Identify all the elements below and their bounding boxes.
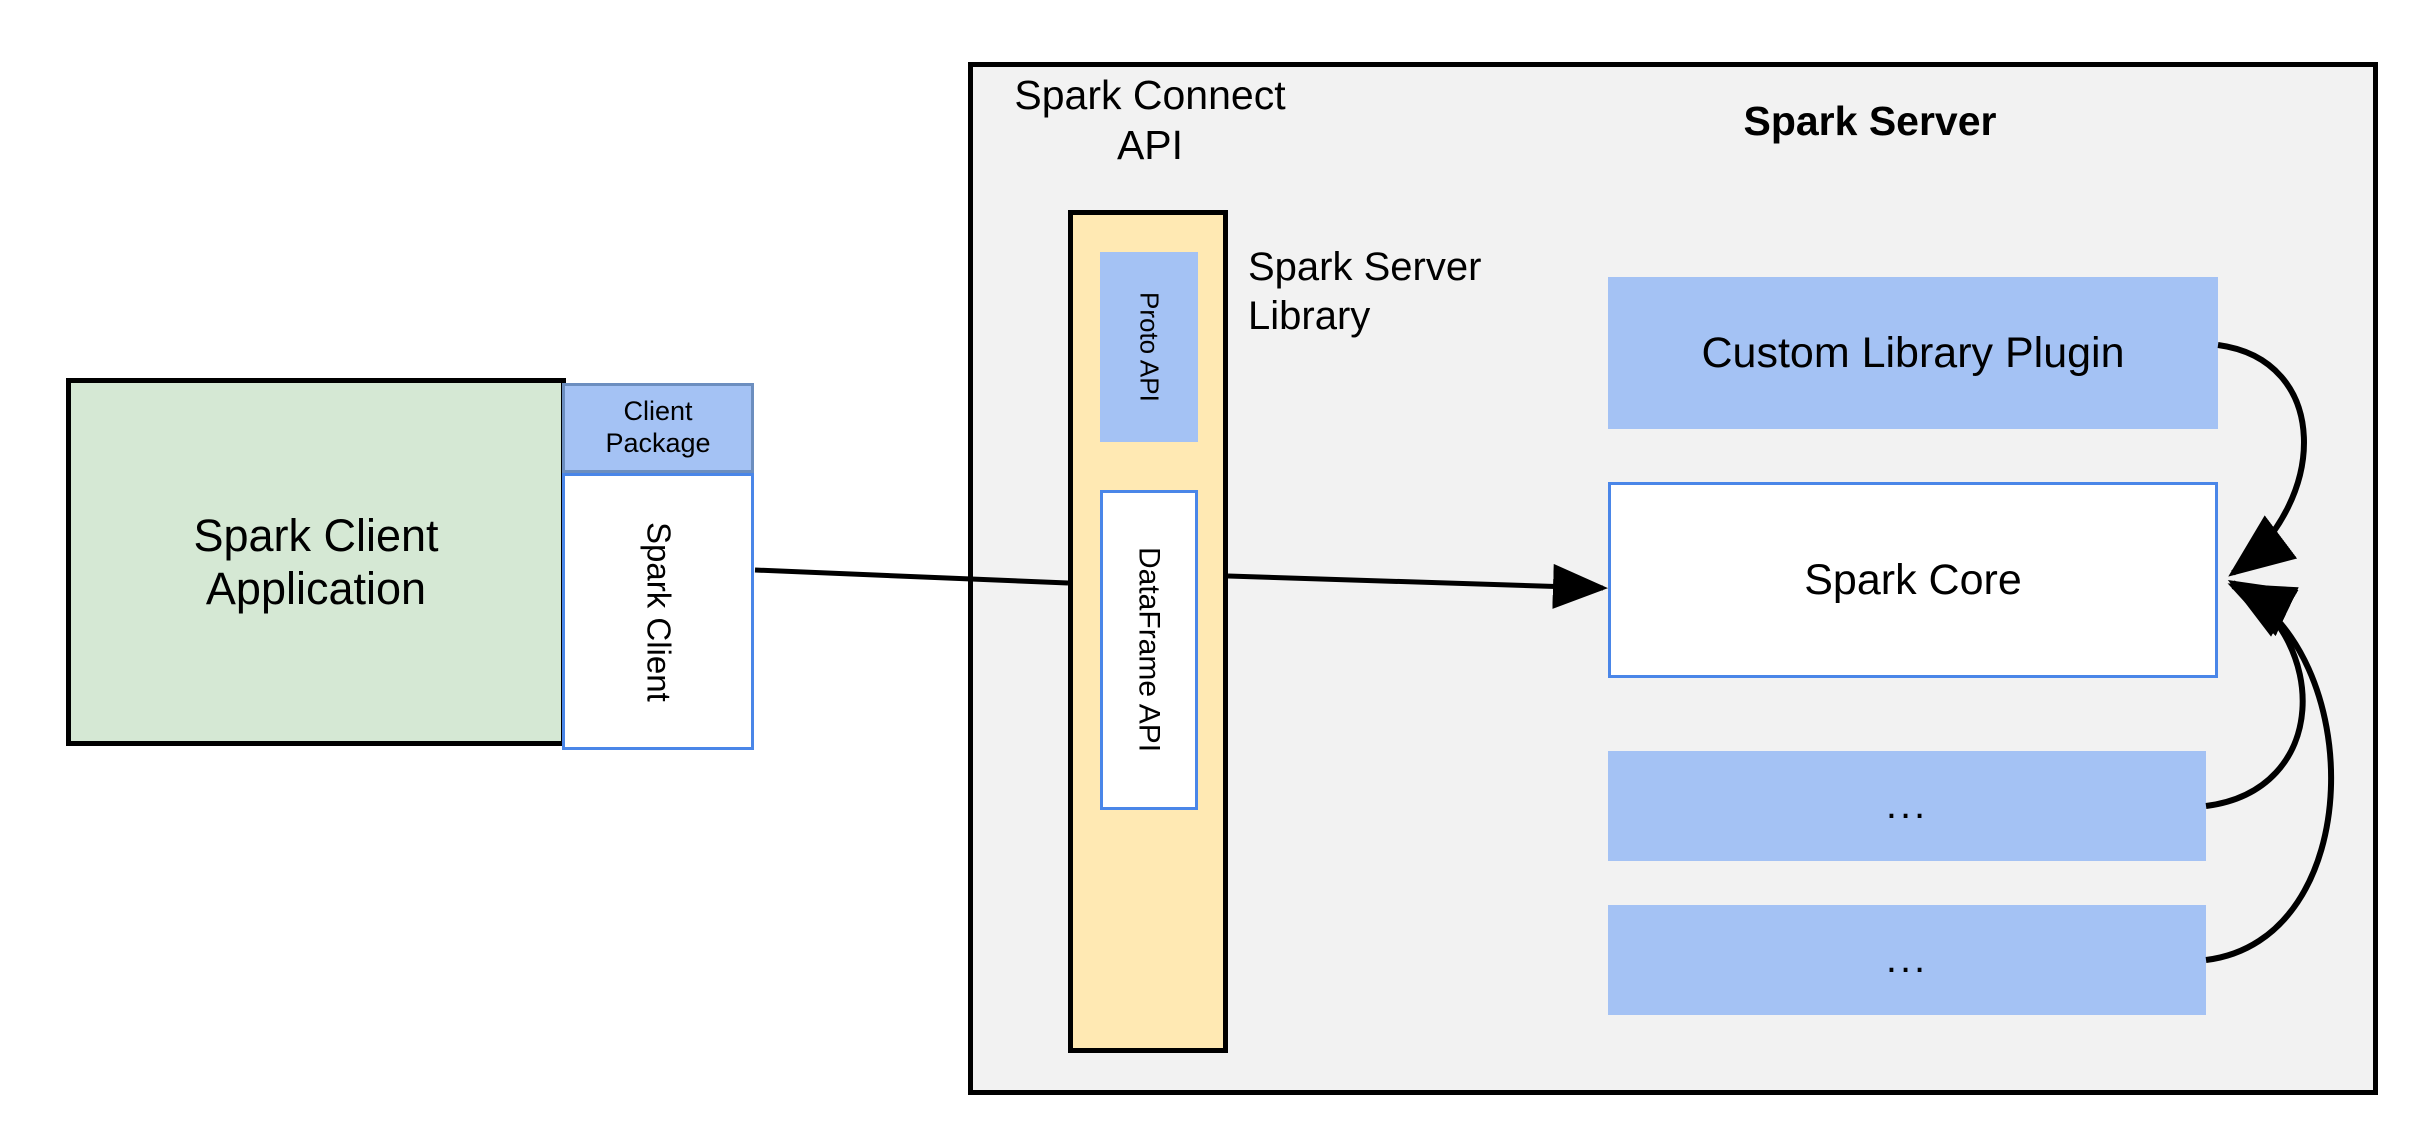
proto-api-label: Proto API xyxy=(1134,292,1165,402)
spark-connect-api-label: Spark Connect API xyxy=(1014,72,1286,169)
custom-library-plugin-box[interactable]: Custom Library Plugin xyxy=(1608,277,2218,429)
client-package-label: Client Package xyxy=(605,396,711,458)
spark-client-box[interactable]: Spark Client xyxy=(562,473,754,750)
spark-client-application-box[interactable]: Spark Client Application xyxy=(66,378,566,746)
spark-server-title: Spark Server xyxy=(1743,98,1997,144)
spark-client-application-label: Spark Client Application xyxy=(193,509,439,614)
proto-api-box[interactable]: Proto API xyxy=(1100,252,1198,442)
plugin-placeholder-label-1: ... xyxy=(1885,783,1929,828)
custom-library-plugin-label: Custom Library Plugin xyxy=(1701,328,2125,377)
spark-core-label: Spark Core xyxy=(1804,555,2022,604)
spark-client-label: Spark Client xyxy=(640,521,678,702)
spark-core-box[interactable]: Spark Core xyxy=(1608,482,2218,678)
plugin-placeholder-box-2[interactable]: ... xyxy=(1608,905,2206,1015)
dataframe-api-label: DataFrame API xyxy=(1132,547,1166,753)
plugin-placeholder-box-1[interactable]: ... xyxy=(1608,751,2206,861)
client-package-header[interactable]: Client Package xyxy=(562,383,754,473)
plugin-placeholder-label-2: ... xyxy=(1885,937,1929,982)
spark-server-library-label: Spark Server Library xyxy=(1248,245,1482,338)
dataframe-api-box[interactable]: DataFrame API xyxy=(1100,490,1198,810)
